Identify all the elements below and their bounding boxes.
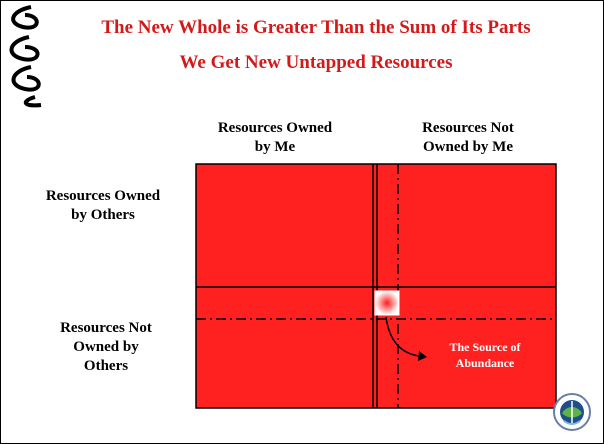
annotation-arrow: [385, 316, 420, 357]
column-label-owned-by-me: Resources Owned by Me: [217, 120, 333, 155]
agency-seal-icon: [553, 393, 591, 431]
swirl-logo-icon: [9, 5, 42, 108]
column-label-not-owned-by-me: Resources Not Owned by Me: [422, 120, 514, 155]
slide-subtitle: We Get New Untapped Resources: [179, 52, 453, 73]
abundance-source-square: [374, 290, 400, 316]
row-label-owned-by-others: Resources Owned by Others: [45, 188, 161, 223]
slide-title: The New Whole is Greater Than the Sum of…: [101, 17, 531, 38]
row-label-not-owned-by-others: Resources Not Owned by Others: [60, 320, 152, 374]
quadrant-grid: [195, 163, 557, 409]
source-of-abundance-label: The Source of Abundance: [449, 340, 521, 370]
